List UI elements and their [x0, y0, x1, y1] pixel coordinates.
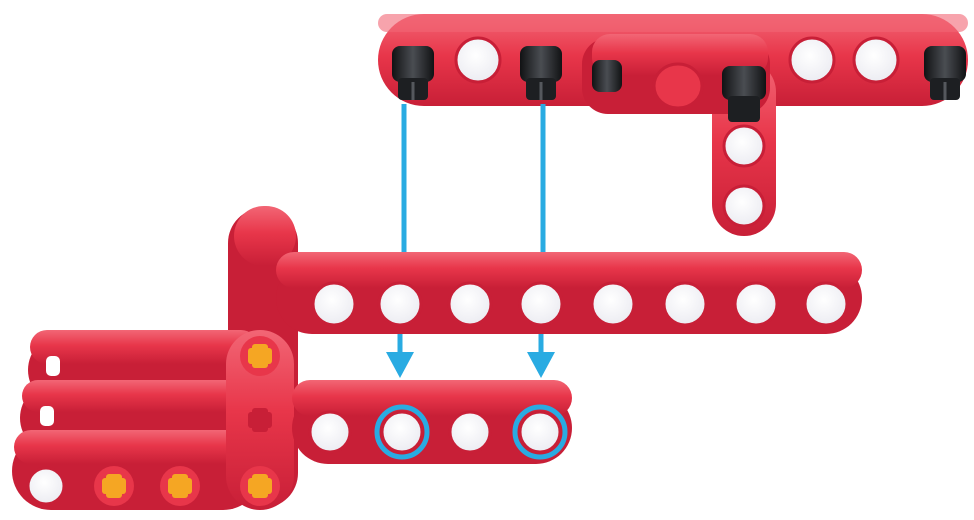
short-beam — [292, 380, 572, 464]
axle-hole — [160, 466, 200, 506]
stacked-beam-top — [14, 430, 260, 464]
black-pin — [520, 46, 562, 100]
short-beam-hole — [450, 412, 490, 452]
black-pin — [392, 46, 434, 100]
black-pin — [722, 66, 766, 122]
axle-hole — [240, 336, 280, 376]
long-beam-hole — [313, 283, 355, 325]
stacked-beams — [12, 330, 262, 510]
branch-hole — [724, 126, 764, 166]
long-beam-hole — [735, 283, 777, 325]
short-beam-hole-target — [520, 412, 560, 452]
arrow-down-icon — [386, 352, 414, 378]
arrow-down-icon — [527, 352, 555, 378]
arrows — [386, 104, 555, 378]
top-connector-hole — [654, 64, 702, 108]
long-beam-top — [276, 252, 862, 288]
black-pin — [924, 46, 966, 100]
short-beam-hole-target — [382, 412, 422, 452]
upright-front — [226, 330, 294, 510]
top-beam-hole — [456, 38, 500, 82]
axle-hole — [94, 466, 134, 506]
black-pin-small — [592, 60, 622, 92]
beam-end-slot — [40, 406, 54, 426]
long-beam-hole — [592, 283, 634, 325]
stacked-beam-top — [22, 380, 260, 412]
short-beam-hole — [310, 412, 350, 452]
top-beam-hole — [854, 38, 898, 82]
stacked-beam-top — [30, 330, 258, 364]
beam-end-slot — [46, 356, 60, 376]
long-beam-hole — [805, 283, 847, 325]
long-beam-hole — [520, 283, 562, 325]
axle-hole — [240, 466, 280, 506]
top-beam-hole — [790, 38, 834, 82]
long-beam-hole — [449, 283, 491, 325]
long-beam-hole — [379, 283, 421, 325]
top-assembly — [378, 14, 968, 236]
top-beam-highlight — [378, 14, 968, 32]
long-beam-hole — [664, 283, 706, 325]
branch-hole — [724, 186, 764, 226]
bottom-beam-hole — [28, 468, 64, 504]
